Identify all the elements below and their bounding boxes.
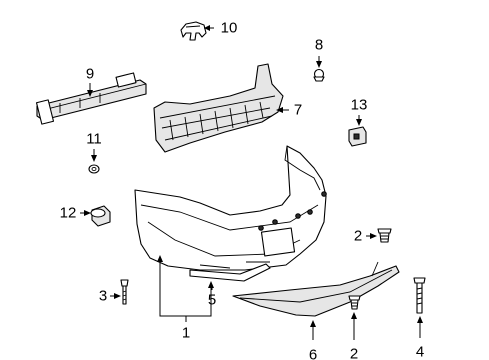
callout-10: 10 xyxy=(221,20,238,37)
arrow-13 xyxy=(356,119,362,126)
callout-13: 13 xyxy=(351,97,368,114)
molding-part-5[interactable] xyxy=(189,263,271,282)
bracket-part-10[interactable] xyxy=(180,21,207,41)
callout-9: 9 xyxy=(86,66,94,83)
arrow-4 xyxy=(417,316,423,323)
arrow-7 xyxy=(276,107,283,113)
cap-part-12[interactable] xyxy=(90,205,111,227)
arrow-1b xyxy=(208,281,214,288)
callout-3: 3 xyxy=(99,288,107,305)
arrow-8 xyxy=(316,61,322,68)
callout-1: 1 xyxy=(182,325,190,342)
callout-2-lower: 2 xyxy=(350,346,358,360)
arrow-2b xyxy=(351,312,357,319)
bolt-part-3[interactable] xyxy=(120,279,129,305)
grommet-part-11[interactable] xyxy=(88,164,100,174)
callout-12: 12 xyxy=(60,205,77,222)
pushpin-part-2-upper[interactable] xyxy=(377,228,392,243)
bolt-part-4[interactable] xyxy=(413,277,426,314)
clip-part-8[interactable] xyxy=(313,68,325,82)
arrow-12 xyxy=(84,210,91,216)
arrow-9 xyxy=(87,90,93,97)
callout-4: 4 xyxy=(416,344,424,360)
arrow-2a xyxy=(370,233,377,239)
callout-2-upper: 2 xyxy=(354,228,362,245)
arrow-11 xyxy=(91,155,97,162)
callout-8: 8 xyxy=(315,37,323,54)
arrow-3 xyxy=(114,293,121,299)
bumper-cover-part-1[interactable] xyxy=(134,145,327,271)
valance-part-6[interactable] xyxy=(232,261,400,317)
arrow-10 xyxy=(204,25,210,31)
energy-absorber-part-7[interactable] xyxy=(153,63,284,153)
arrow-6 xyxy=(310,320,316,327)
arrow-1a xyxy=(157,255,163,262)
callout-5: 5 xyxy=(208,292,216,309)
pushpin-part-2-lower[interactable] xyxy=(348,295,361,310)
retainer-part-13[interactable] xyxy=(348,126,367,147)
impact-bar-part-9[interactable] xyxy=(35,72,147,125)
callout-6: 6 xyxy=(309,347,317,360)
callout-7: 7 xyxy=(294,102,302,119)
callout-11: 11 xyxy=(86,131,102,148)
